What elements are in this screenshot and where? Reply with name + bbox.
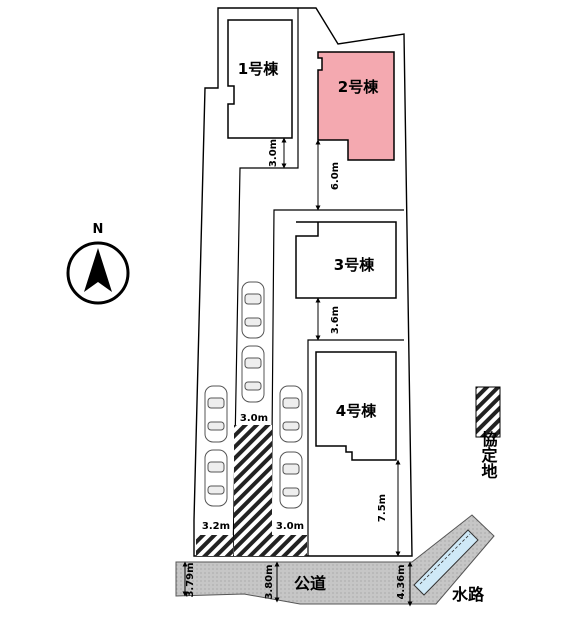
- waterway: [413, 529, 479, 596]
- dim-building-3: 3.6m: [330, 306, 341, 334]
- car-icon: [279, 385, 303, 443]
- public-road: [175, 514, 495, 605]
- building-4: [315, 351, 397, 461]
- road-label: 公道: [294, 574, 326, 593]
- hatched-legend-swatch: [475, 386, 501, 438]
- building-3-label: 3号棟: [334, 256, 375, 274]
- dimension-arrows: [182, 137, 413, 607]
- hatched-strip-right: [272, 535, 307, 556]
- dim-road-mid: 3.80m: [264, 564, 275, 599]
- lot-line-lower: [307, 339, 404, 556]
- dim-building-1: 3.0m: [268, 139, 279, 167]
- building-4-label: 4号棟: [336, 402, 377, 420]
- lot-line-center: [232, 8, 299, 557]
- dim-road-right: 4.36m: [396, 564, 407, 599]
- car-icon: [241, 281, 265, 339]
- car-icon: [204, 385, 228, 443]
- waterway-label: 水路: [452, 585, 485, 604]
- building-1-label: 1号棟: [238, 60, 279, 78]
- car-icon: [204, 449, 228, 507]
- north-arrow-icon: N: [66, 222, 130, 305]
- dim-left-bottom: 3.2m: [202, 521, 230, 532]
- agreement-land-label: 協定地: [479, 430, 499, 479]
- dim-building-2: 6.0m: [330, 162, 341, 190]
- dim-road-left: 3.79m: [185, 562, 196, 597]
- dim-center-strip: 3.0m: [240, 413, 268, 424]
- car-icons: [204, 281, 303, 509]
- dim-building-4: 7.5m: [377, 494, 388, 522]
- car-icon: [279, 451, 303, 509]
- hatched-strip-left: [196, 535, 233, 556]
- building-1: [227, 19, 293, 139]
- hatched-strip-center: [234, 425, 272, 556]
- building-3: [295, 221, 397, 299]
- dim-right-bottom: 3.0m: [276, 521, 304, 532]
- car-icon: [241, 345, 265, 403]
- north-label: N: [93, 222, 104, 237]
- building-2-label: 2号棟: [338, 78, 379, 96]
